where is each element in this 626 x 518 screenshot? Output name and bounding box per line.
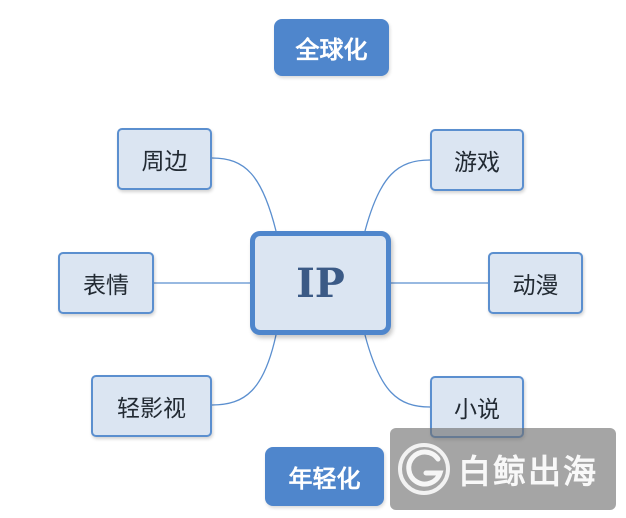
connector-qingyingshi [211, 334, 277, 406]
node-qingyingshi: 轻影视 [91, 375, 212, 437]
watermark-text: 白鲸出海 [458, 452, 598, 491]
watermark: 白鲸出海 [390, 428, 616, 510]
node-biaoqing: 表情 [58, 252, 154, 314]
tag-globalization: 全球化 [274, 19, 389, 76]
node-center-ip: IP [250, 231, 391, 335]
connector-zhoubian [211, 157, 277, 232]
tag-youthification: 年轻化 [265, 447, 384, 506]
node-dongman: 动漫 [488, 252, 583, 314]
connector-youxi [364, 159, 431, 232]
node-zhoubian: 周边 [117, 128, 212, 190]
whale-logo-icon [398, 443, 450, 495]
connector-xiaoshuo [364, 334, 431, 408]
node-youxi: 游戏 [430, 129, 524, 191]
